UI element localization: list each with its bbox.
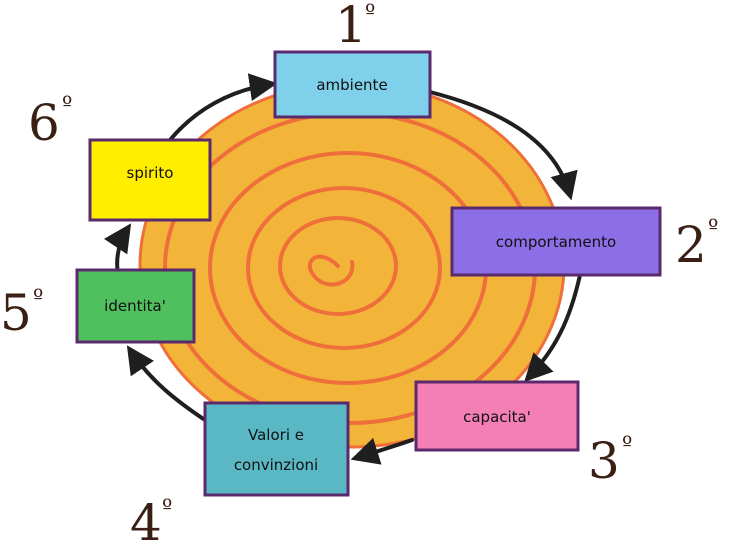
step-5-label: identita' (104, 297, 166, 315)
svg-text:º: º (33, 286, 43, 311)
arrow-1-to-2 (428, 90, 578, 201)
arrow-4-to-5 (126, 345, 207, 422)
step-3-box: capacita' (414, 380, 580, 452)
step-6-number: 6 º (28, 93, 72, 152)
step-2-label: comportamento (496, 233, 616, 251)
svg-text:5: 5 (0, 284, 32, 342)
step-5-number: 5 º (0, 284, 43, 342)
arrow-2-to-3 (524, 273, 582, 383)
step-6-box: spirito (88, 138, 212, 222)
step-1-box: ambiente (273, 50, 432, 119)
step-3-label: capacita' (463, 408, 531, 426)
svg-text:º: º (708, 216, 718, 241)
step-4-number: 4 º (130, 494, 172, 551)
svg-text:2: 2 (675, 216, 707, 274)
step-4-label-line2: convinzioni (234, 456, 318, 474)
step-1-label: ambiente (316, 76, 387, 94)
step-6-label: spirito (127, 164, 174, 182)
step-2-number: 2 º (675, 216, 718, 274)
arrow-6-to-1 (168, 73, 278, 142)
svg-text:4: 4 (130, 494, 162, 551)
svg-text:º: º (62, 93, 72, 118)
svg-text:6: 6 (28, 94, 60, 152)
svg-text:º: º (365, 1, 375, 26)
svg-text:º: º (162, 496, 172, 521)
step-4-label-line1: Valori e (248, 426, 304, 444)
svg-text:3: 3 (588, 432, 620, 490)
step-5-box: identita' (75, 268, 196, 344)
svg-text:º: º (622, 433, 632, 458)
step-4-box: Valori e convinzioni (203, 401, 350, 497)
step-1-number: 1 º (335, 0, 375, 54)
arrow-5-to-6 (103, 223, 132, 277)
step-3-number: 3 º (588, 432, 632, 490)
svg-text:1: 1 (335, 0, 367, 54)
step-2-box: comportamento (450, 206, 662, 277)
arrow-3-to-4 (350, 437, 414, 465)
